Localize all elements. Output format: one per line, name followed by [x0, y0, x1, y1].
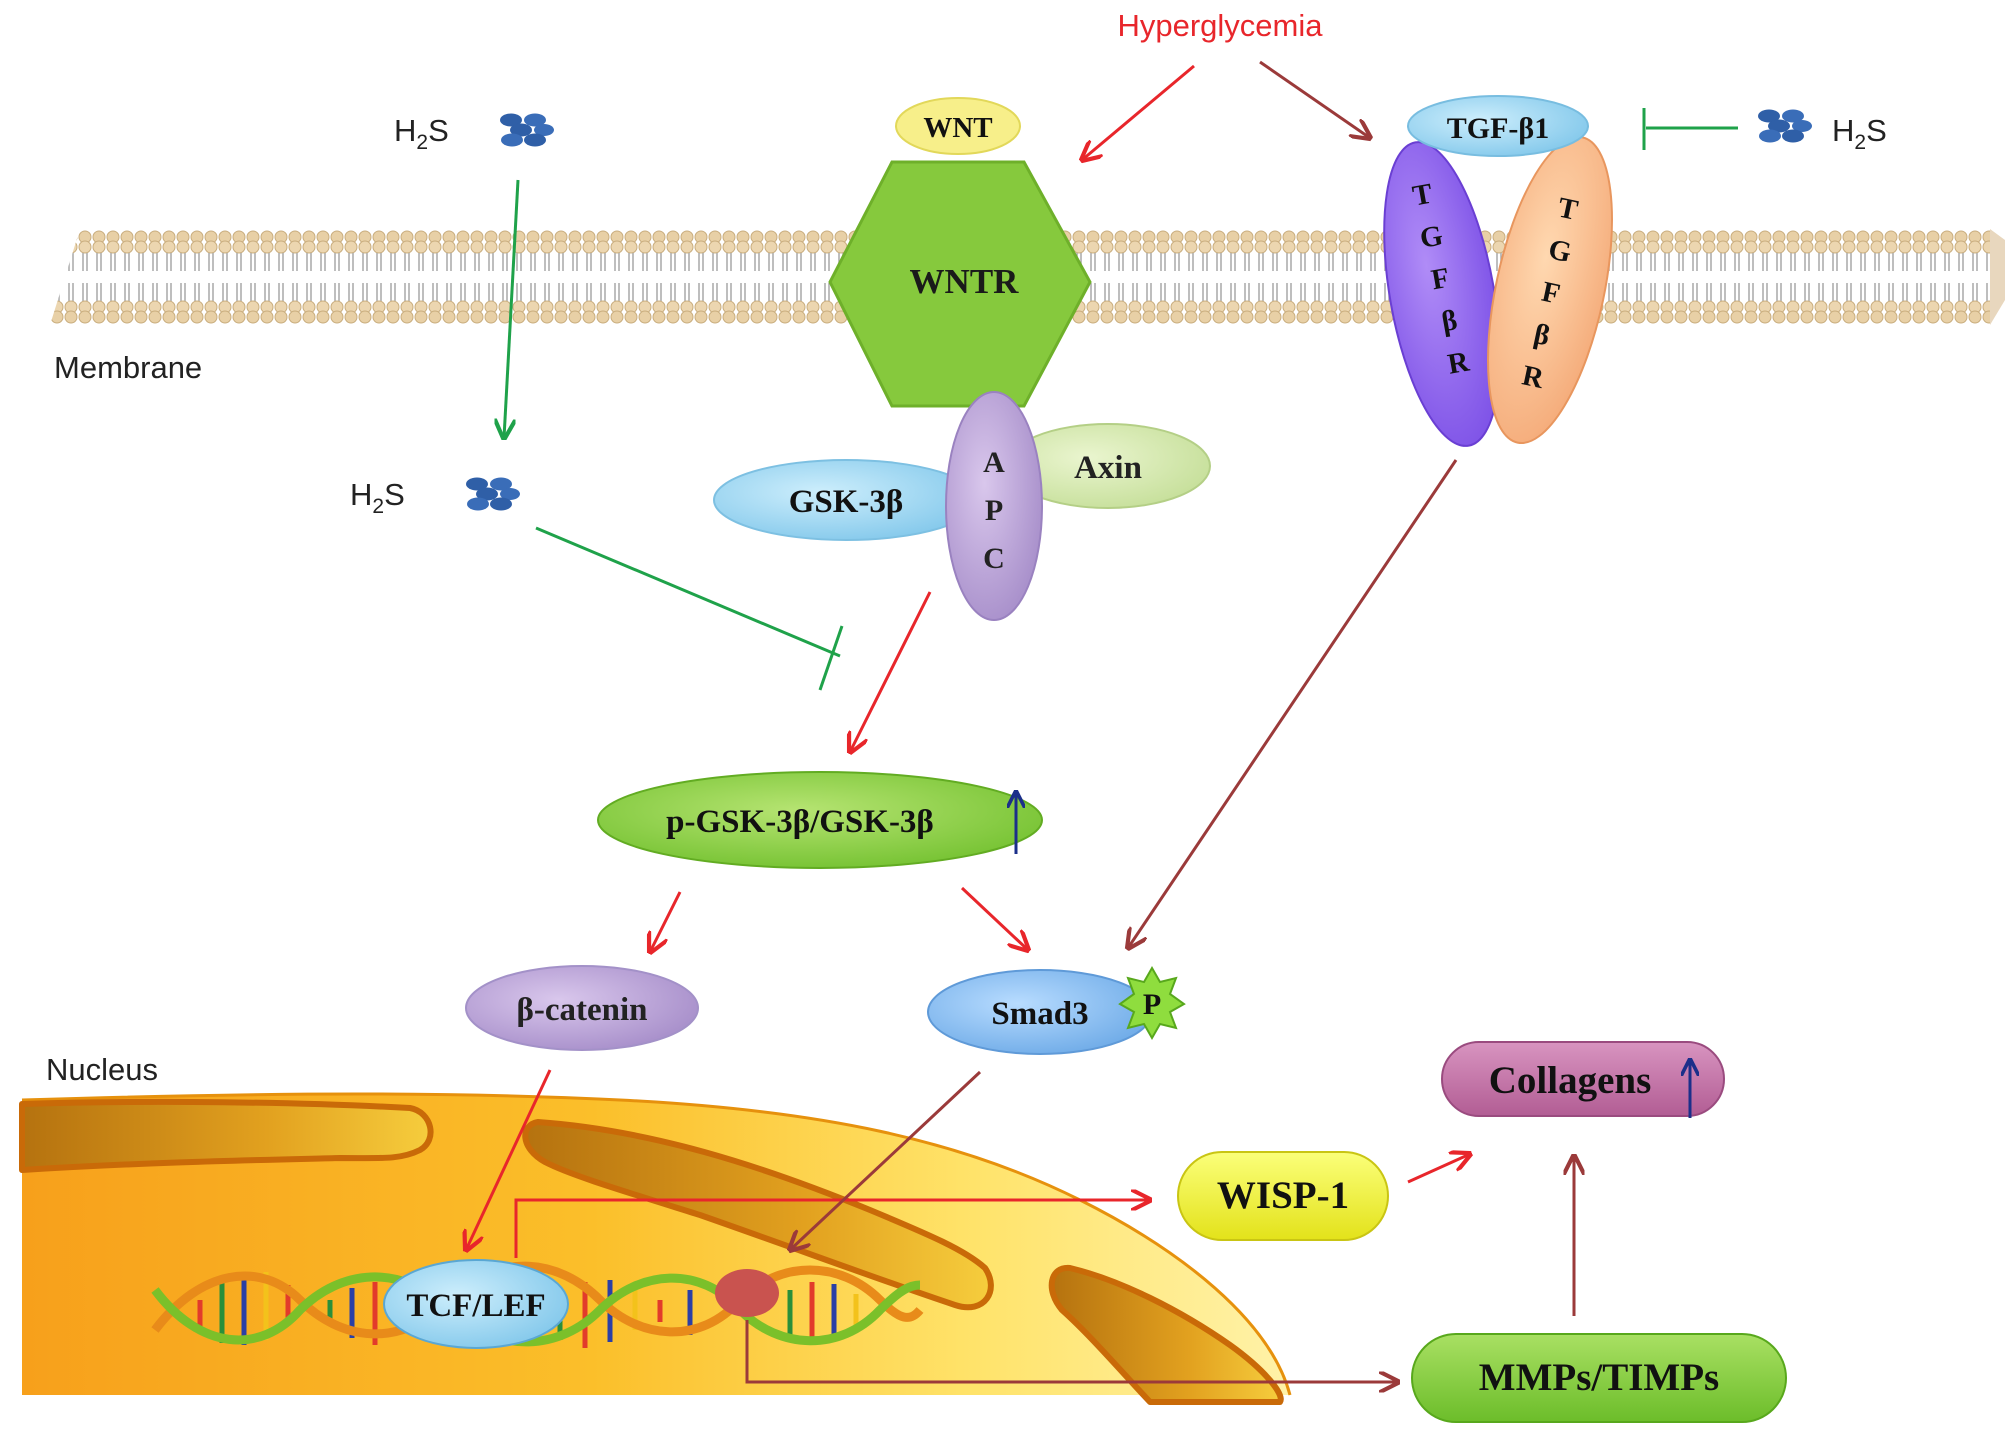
smad3-dna-binding-site	[715, 1269, 779, 1317]
tgf-beta1-label: TGF-β1	[1447, 112, 1549, 145]
beta-catenin: β-catenin	[465, 965, 699, 1051]
apc-protein: A P C	[945, 391, 1043, 621]
tgfbr-right-letter-f: F	[1539, 276, 1563, 311]
gsk3b-protein: GSK-3β	[713, 459, 979, 541]
arrow-hyperglycemia-to-tgf	[1259, 60, 1370, 138]
arrow-p-gsk3b-to-beta-catenin	[650, 891, 682, 952]
tgf-beta1-ligand: TGF-β1	[1407, 95, 1589, 157]
arrow-tcf-to-wisp1	[514, 1200, 1150, 1258]
phospho-label: P	[1143, 988, 1161, 1021]
mmps-timps-box: MMPs/TIMPs	[1411, 1333, 1787, 1423]
collagens-box: Collagens	[1441, 1041, 1725, 1118]
inhibit-h2s-to-p-gsk3b	[535, 526, 841, 658]
apc-letter-a: A	[983, 446, 1005, 479]
h2s-middle-left: H2S	[350, 477, 520, 518]
h2s-top-right: H2S	[1758, 109, 1887, 154]
wisp1-label: WISP-1	[1217, 1174, 1349, 1217]
wnt-label: WNT	[923, 112, 992, 144]
tcf-lef-label: TCF/LEF	[406, 1288, 545, 1324]
h2s-label-top-left: H2S	[394, 113, 449, 154]
h2s-label-top-right: H2S	[1832, 113, 1887, 154]
arrow-beta-catenin-to-tcf	[466, 1069, 552, 1250]
apc-letter-p: P	[985, 494, 1003, 527]
gsk3b-label: GSK-3β	[789, 484, 904, 520]
tgfbr-left-letter-beta: β	[1439, 304, 1460, 338]
nucleus-crista-1	[19, 1098, 434, 1173]
axin-label: Axin	[1074, 450, 1142, 486]
tgf-beta-receptor-left: T G F β R	[1383, 141, 1501, 447]
arrow-p-gsk3b-to-smad3	[960, 886, 1028, 950]
h2s-effect-lines	[504, 108, 1738, 691]
p-gsk3b-label: p-GSK-3β/GSK-3β	[666, 804, 934, 840]
tgfbr-right-letter-beta: β	[1531, 318, 1553, 352]
arrow-apc-to-p-gsk3b	[850, 591, 932, 752]
nucleus-crista-3	[1048, 1264, 1284, 1405]
tcf-lef-factor: TCF/LEF	[383, 1259, 569, 1349]
h2s-top-left: H2S	[394, 113, 554, 154]
inhibit-bar-p-gsk3b	[818, 625, 844, 691]
nucleus-label: Nucleus	[46, 1052, 158, 1087]
hyperglycemia-label: Hyperglycemia	[1117, 8, 1323, 43]
h2s-label-middle-left: H2S	[350, 477, 405, 518]
arrow-dna-to-mmps	[745, 1320, 1398, 1382]
wnt-ligand: WNT	[895, 97, 1021, 155]
beta-catenin-label: β-catenin	[516, 992, 647, 1028]
tgf-route-arrows	[745, 60, 1574, 1382]
wnt-receptor: WNTR	[828, 160, 1092, 408]
arrow-h2s-entry	[504, 179, 520, 438]
nucleus	[19, 1092, 1292, 1405]
h2s-molecule-icon	[500, 113, 554, 147]
p-gsk3b-ratio: p-GSK-3β/GSK-3β	[597, 771, 1043, 869]
smad3-protein: Smad3 P	[927, 965, 1186, 1055]
tgfbr-left-letter-f: F	[1429, 262, 1452, 297]
h2s-molecule-icon	[1758, 109, 1812, 143]
wisp1-box: WISP-1	[1177, 1151, 1389, 1241]
nucleus-crista-2	[522, 1119, 994, 1311]
apc-letter-c: C	[983, 542, 1005, 575]
arrow-smad3-to-dna	[790, 1070, 982, 1250]
mmps-timps-label: MMPs/TIMPs	[1479, 1356, 1719, 1399]
smad3-label: Smad3	[991, 996, 1088, 1032]
tgf-beta-receptor-right: T G F β R	[1487, 135, 1613, 445]
tgfbr-left-letter-g: G	[1418, 219, 1446, 254]
phosphate-icon	[1118, 965, 1186, 1041]
activation-arrows	[466, 64, 1470, 1258]
membrane-label: Membrane	[54, 350, 202, 385]
collagens-label: Collagens	[1489, 1059, 1652, 1102]
arrow-wisp1-to-collagens	[1407, 1154, 1470, 1184]
dna-helix	[151, 1261, 924, 1348]
h2s-molecule-icon	[466, 477, 520, 511]
arrow-hyperglycemia-to-wnt	[1082, 64, 1195, 160]
wntr-label: WNTR	[910, 262, 1020, 301]
arrow-tgfbr-to-smad3	[1128, 459, 1458, 948]
